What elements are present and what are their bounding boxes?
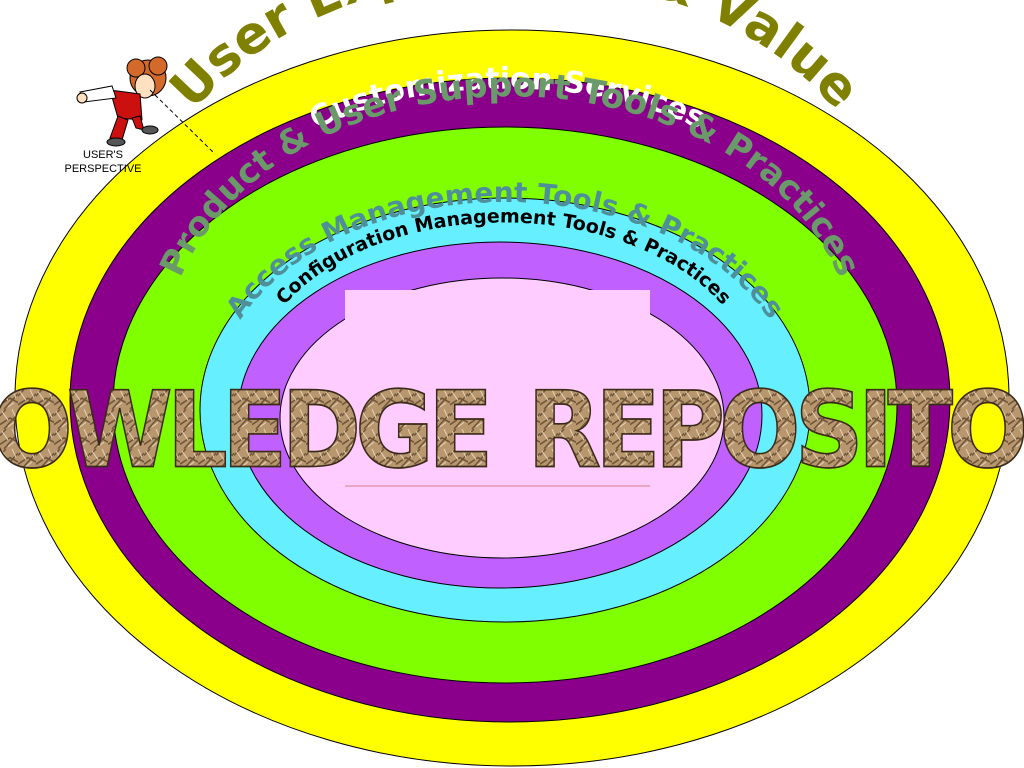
repository-word: REPOSITORY xyxy=(527,368,1024,491)
core-blank-panel xyxy=(345,290,650,486)
knowledge-word: KNOWLEDGE xyxy=(0,368,487,491)
user-figure-icon xyxy=(76,56,216,155)
user-perspective-line1: USER'S xyxy=(83,149,123,161)
user-perspective-line2: PERSPECTIVE xyxy=(64,163,141,175)
